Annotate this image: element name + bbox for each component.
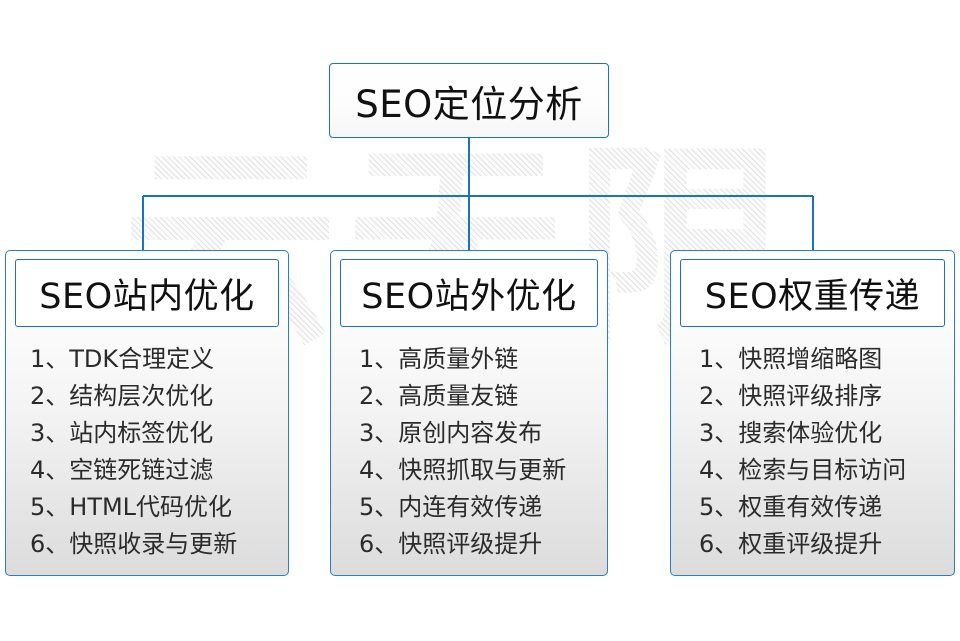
root-node[interactable]: SEO定位分析 xyxy=(329,63,609,138)
branch-header-2[interactable]: SEO权重传递 xyxy=(680,259,945,327)
list-item: 6、权重评级提升 xyxy=(699,530,883,558)
branch-title-2: SEO权重传递 xyxy=(704,276,921,317)
branch-title-0: SEO站内优化 xyxy=(39,276,255,317)
root-node-label: SEO定位分析 xyxy=(355,82,583,126)
branch-header-0[interactable]: SEO站内优化 xyxy=(15,259,279,327)
list-item: 5、权重有效传递 xyxy=(699,493,883,521)
branch-list-2: 1、快照增缩略图 2、快照评级排序 3、搜索体验优化 4、检索与目标访问 5、权… xyxy=(671,327,954,569)
list-item: 6、快照评级提升 xyxy=(359,530,543,558)
list-item: 4、快照抓取与更新 xyxy=(359,456,567,484)
branch-title-1: SEO站外优化 xyxy=(361,276,577,317)
list-item: 1、快照增缩略图 xyxy=(699,345,883,373)
list-item: 2、高质量友链 xyxy=(359,382,519,410)
list-item: 5、HTML代码优化 xyxy=(30,493,233,521)
list-item: 2、快照评级排序 xyxy=(699,382,883,410)
list-item: 4、空链死链过滤 xyxy=(30,456,214,484)
list-item: 3、原创内容发布 xyxy=(359,419,543,447)
list-item: 6、快照收录与更新 xyxy=(30,530,238,558)
list-item: 1、TDK合理定义 xyxy=(30,345,215,373)
list-item: 2、结构层次优化 xyxy=(30,382,214,410)
branch-header-1[interactable]: SEO站外优化 xyxy=(340,259,598,327)
list-item: 3、搜索体验优化 xyxy=(699,419,883,447)
branch-column-seo-onsite[interactable]: SEO站内优化 1、TDK合理定义 2、结构层次优化 3、站内标签优化 4、空链… xyxy=(5,250,289,576)
list-item: 4、检索与目标访问 xyxy=(699,456,907,484)
list-item: 3、站内标签优化 xyxy=(30,419,214,447)
branch-list-1: 1、高质量外链 2、高质量友链 3、原创内容发布 4、快照抓取与更新 5、内连有… xyxy=(331,327,607,569)
branch-column-seo-offsite[interactable]: SEO站外优化 1、高质量外链 2、高质量友链 3、原创内容发布 4、快照抓取与… xyxy=(330,250,608,576)
list-item: 1、高质量外链 xyxy=(359,345,519,373)
branch-list-0: 1、TDK合理定义 2、结构层次优化 3、站内标签优化 4、空链死链过滤 5、H… xyxy=(6,327,288,569)
list-item: 5、内连有效传递 xyxy=(359,493,543,521)
branch-column-seo-weight[interactable]: SEO权重传递 1、快照增缩略图 2、快照评级排序 3、搜索体验优化 4、检索与… xyxy=(670,250,955,576)
